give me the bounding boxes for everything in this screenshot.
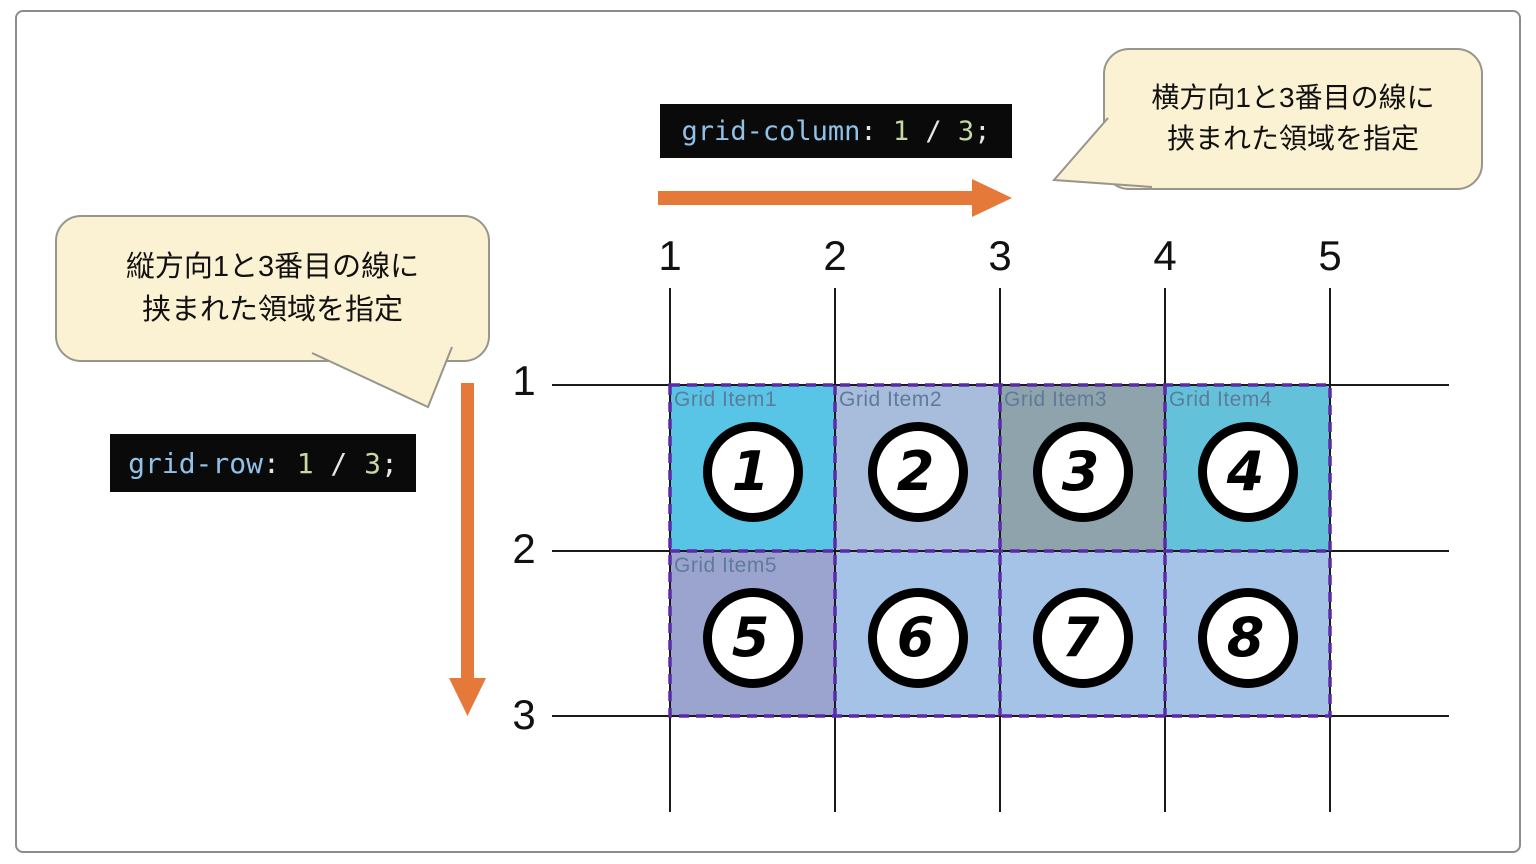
grid-item-1: Grid Item1 1 xyxy=(670,385,835,551)
grid-row-callout-bubble: 縦方向1と3番目の線に 挟まれた領域を指定 xyxy=(55,215,490,362)
code-property: grid-column xyxy=(681,115,861,147)
grid-item-8-number: 8 xyxy=(1226,605,1265,669)
grid-row-code-box: grid-row: 1 / 3; xyxy=(110,434,416,492)
grid-item-4-number: 4 xyxy=(1226,440,1265,503)
grid-item-3: Grid Item3 3 xyxy=(1000,385,1165,551)
code-property: grid-row xyxy=(128,446,263,480)
code-separator: : xyxy=(860,115,893,147)
grid-item-2-label: Grid Item2 xyxy=(839,388,943,411)
grid-item-5-number-badge: 5 xyxy=(702,587,803,688)
grid-item-2: Grid Item2 2 xyxy=(835,385,1000,551)
grid-item-8: 8 xyxy=(1165,551,1330,716)
grid-item-7-number: 7 xyxy=(1061,605,1100,669)
grid-item-1-number: 1 xyxy=(731,440,770,503)
grid-column-code-box: grid-column: 1 / 3; xyxy=(660,104,1012,158)
grid-column-callout-line1: 横方向1と3番目の線に xyxy=(1151,82,1435,114)
grid-item-6-number-badge: 6 xyxy=(867,587,968,688)
grid-item-5-label: Grid Item5 xyxy=(674,554,778,577)
grid-column-callout-line2: 挟まれた領域を指定 xyxy=(1166,123,1419,154)
grid-item-2-number: 2 xyxy=(896,440,935,503)
grid-item-8-number-badge: 8 xyxy=(1197,587,1298,688)
row-line-label-3: 3 xyxy=(512,691,536,738)
code-number: 1 xyxy=(892,115,910,147)
grid-item-5-number: 5 xyxy=(731,605,770,669)
code-semicolon: ; xyxy=(974,115,991,147)
grid-item-1-label: Grid Item1 xyxy=(674,388,778,411)
column-line-label-1: 1 xyxy=(658,232,682,279)
grid-item-3-number: 3 xyxy=(1061,440,1100,503)
grid-item-7: 7 xyxy=(1000,551,1165,716)
grid-column-callout-bubble: 横方向1と3番目の線に 挟まれた領域を指定 xyxy=(1103,48,1483,190)
code-number: 1 xyxy=(296,446,314,480)
column-line-label-2: 2 xyxy=(823,232,847,279)
grid-item-3-number-badge: 3 xyxy=(1032,422,1133,522)
code-separator: : xyxy=(262,446,297,480)
column-line-label-5: 5 xyxy=(1318,232,1342,279)
grid-row-callout-line1: 縦方向1と3番目の線に xyxy=(125,251,420,284)
grid-item-7-number-badge: 7 xyxy=(1032,587,1133,688)
row-line-label-1: 1 xyxy=(512,357,536,404)
grid-item-2-number-badge: 2 xyxy=(867,422,968,522)
code-slash: / xyxy=(909,115,958,147)
row-line-label-2: 2 xyxy=(512,525,536,572)
grid-item-4-label: Grid Item4 xyxy=(1169,388,1273,411)
grid-item-3-label: Grid Item3 xyxy=(1004,388,1108,411)
grid-item-6-number: 6 xyxy=(896,605,935,669)
column-line-label-4: 4 xyxy=(1153,232,1177,279)
grid-item-5: Grid Item5 5 xyxy=(670,551,835,716)
grid-row-callout-line2: 挟まれた領域を指定 xyxy=(141,293,403,326)
grid-item-6: 6 xyxy=(835,551,1000,716)
code-slash: / xyxy=(313,446,365,480)
code-number: 3 xyxy=(364,446,381,480)
grid-item-4: Grid Item4 4 xyxy=(1165,385,1330,551)
grid-item-1-number-badge: 1 xyxy=(702,422,803,522)
column-line-label-3: 3 xyxy=(988,232,1012,279)
code-number: 3 xyxy=(957,115,975,147)
grid-item-4-number-badge: 4 xyxy=(1197,422,1298,522)
code-semicolon: ; xyxy=(381,446,398,480)
